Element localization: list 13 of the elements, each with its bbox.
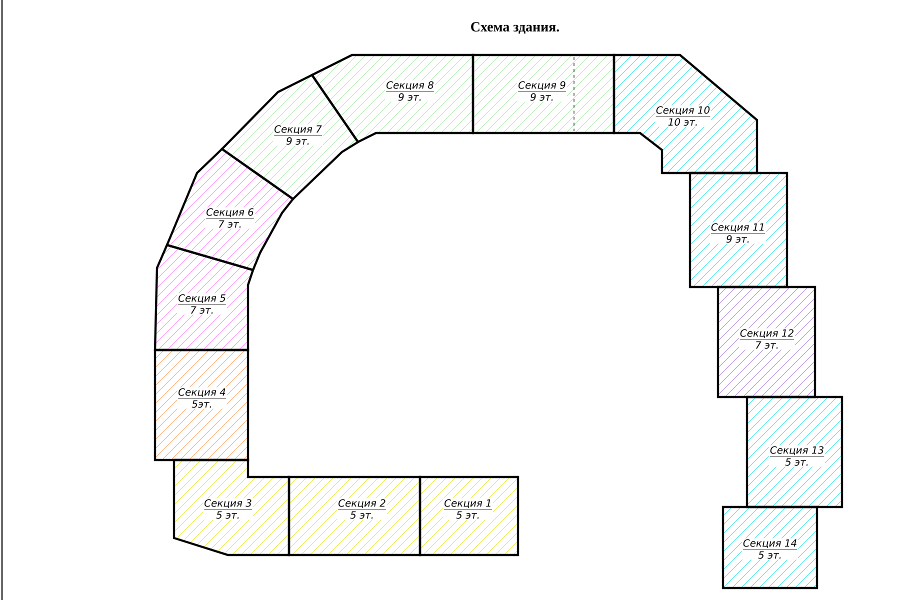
building-section: Секция 5 7 эт. (154, 244, 254, 352)
title: Схема здания. (471, 22, 560, 34)
building-section: Секция 6 7 эт. (166, 148, 295, 272)
building-section: Секция 10 10 эт. (612, 54, 758, 174)
building-section: Секция 4 5эт. (154, 348, 250, 462)
building-section: Секция 2 5 эт. (288, 476, 422, 556)
building-section: Секция 12 7 эт. (716, 286, 816, 398)
building-section: Секция 1 5 эт. (418, 476, 520, 556)
building-section: Секция 11 9 эт. (688, 172, 788, 288)
building-section: Секция 3 5 эт. (172, 458, 290, 556)
building-section: Секция 9 9 эт. (472, 54, 616, 134)
building-section: Секция 14 5 эт. (722, 506, 818, 590)
building-section: Секция 13 5 эт. (746, 396, 844, 508)
